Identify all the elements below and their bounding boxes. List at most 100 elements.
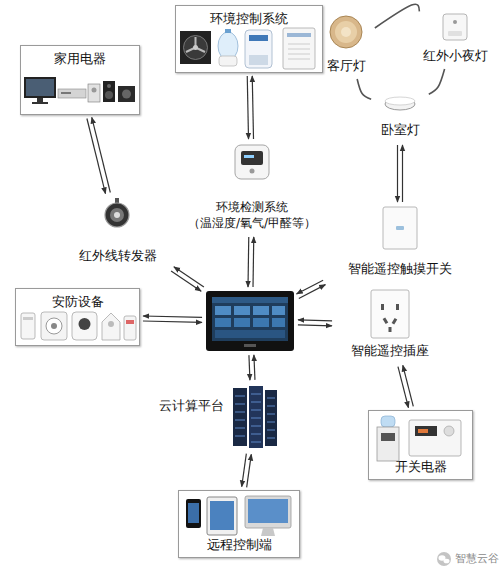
dehumidifier-icon <box>249 55 268 65</box>
water-heater-icon <box>418 429 428 433</box>
tv-icon <box>24 77 56 104</box>
security-device-icons <box>102 313 120 340</box>
node-sublabel: （温湿度/氧气/甲醛等） <box>188 215 316 231</box>
humidifier-icon <box>218 32 238 60</box>
ceiling-lamp-icon <box>341 27 351 37</box>
sensor-icon <box>235 145 269 179</box>
ring-link <box>429 69 445 94</box>
smart-socket-icon <box>383 317 389 324</box>
control-panel <box>205 290 295 352</box>
media-box-icon <box>88 84 100 102</box>
ir-transmitter-icon <box>110 208 124 222</box>
node-label: 客厅灯 <box>327 57 366 75</box>
control-panel-icon <box>206 291 294 351</box>
tv-icon <box>26 79 54 96</box>
arrow-line <box>397 145 398 202</box>
lamp-node: 客厅灯 <box>318 14 374 78</box>
node-label: 环境控制系统 <box>210 10 288 28</box>
control-panel-icon <box>206 291 294 351</box>
control-panel-icon <box>272 306 285 315</box>
touch-switch-icon <box>383 207 417 249</box>
control-panel-icon <box>244 344 256 347</box>
double-arrow <box>171 267 204 291</box>
arrow-line <box>398 367 408 408</box>
arrow-line <box>247 454 252 487</box>
night-light-icon <box>448 31 462 36</box>
water-dispenser-icon <box>381 433 395 441</box>
water-dispenser-icon <box>381 416 395 427</box>
double-arrow <box>242 454 252 488</box>
fan-icon <box>180 31 211 64</box>
desktop-computer-icon <box>245 496 291 536</box>
cloud-server-icon <box>235 394 275 442</box>
ir-transmitter-icon <box>114 212 120 218</box>
desktop-computer-icon <box>261 528 275 536</box>
arrow-line <box>299 285 326 299</box>
touch-switch-icon <box>396 226 404 230</box>
double-arrow <box>248 237 254 287</box>
security-device-icons <box>124 316 136 340</box>
control-panel-icon <box>253 318 269 327</box>
media-box-icon <box>88 84 100 102</box>
fan-icon <box>184 36 208 60</box>
fan-icon <box>180 31 211 64</box>
control-panel-icon <box>272 318 285 327</box>
security-device-icons <box>108 321 114 327</box>
double-arrow <box>298 320 332 326</box>
humidifier-icon <box>225 29 231 33</box>
water-dispenser-icon <box>377 427 399 461</box>
ring-line <box>357 79 371 99</box>
dehumidifier-icon <box>245 30 272 68</box>
water-heater-icon <box>415 426 437 436</box>
cloud-server-icon <box>233 388 247 446</box>
control-panel-icon <box>234 306 250 315</box>
bedroom-lamp-icon <box>385 97 415 110</box>
ir-transmitter-icon <box>105 203 129 227</box>
node-label: 云计算平台 <box>144 397 224 415</box>
environment-control-box: 环境控制系统 <box>175 5 323 73</box>
dvd-player-icon <box>61 92 71 94</box>
air-purifier-icon <box>283 28 315 69</box>
smart-socket-icon <box>371 290 409 338</box>
cloud-server-node: 云计算平台 <box>228 383 280 451</box>
appliance-box: 家用电器 <box>20 45 140 115</box>
lamp-node: 卧室灯 <box>372 92 428 142</box>
ceiling-lamp-icon <box>330 16 362 48</box>
cloud-server-icon <box>233 386 277 448</box>
arrow-line <box>297 280 324 294</box>
control-panel-icon <box>215 306 231 315</box>
speaker-icon <box>107 84 111 88</box>
night-light-icon <box>443 14 467 40</box>
node-label: 远程控制端 <box>207 536 272 554</box>
double-arrow <box>398 145 403 202</box>
control-panel-icon <box>215 330 285 338</box>
ir-transmitter-icon <box>115 198 119 204</box>
smart-socket-icon <box>396 304 399 310</box>
sensor-icon <box>244 155 254 158</box>
security-box: 安防设备 <box>15 288 140 346</box>
night-light-icon <box>453 20 457 24</box>
ring-link <box>357 79 371 99</box>
water-heater-icon <box>409 420 461 456</box>
double-arrow <box>247 76 253 139</box>
ceiling-lamp-icon <box>335 21 357 43</box>
phone-icon <box>188 503 199 523</box>
wechat-icon <box>439 555 446 561</box>
arrow-line <box>403 365 413 406</box>
humidifier-icon <box>218 29 238 66</box>
node-label: 安防设备 <box>52 293 104 311</box>
cloud-server-icon <box>265 390 277 446</box>
tablet-icon <box>210 501 234 530</box>
double-arrow <box>143 316 202 322</box>
control-panel-icon <box>212 297 288 303</box>
arrow-line <box>174 267 204 287</box>
phone-icon <box>186 499 201 528</box>
arrow-line <box>143 316 202 317</box>
remote-terminal-box: 远程控制端 <box>178 490 300 558</box>
node-label: 家用电器 <box>54 50 106 68</box>
security-device-icons <box>41 312 67 340</box>
humidifier-icon <box>219 56 237 66</box>
security-device-icons <box>21 313 35 339</box>
arrow-line <box>252 76 253 139</box>
